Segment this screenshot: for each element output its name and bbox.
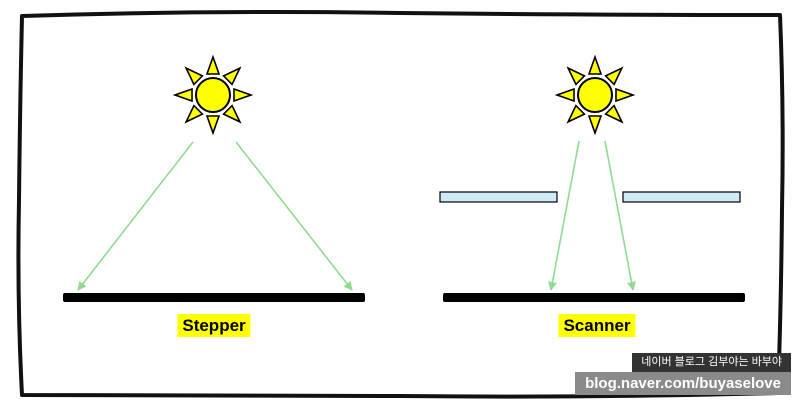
- wafer-bar-stepper: [63, 293, 365, 302]
- mask-bar-left: [439, 191, 558, 203]
- watermark: 네이버 블로그 김부야는 바부야 blog.naver.com/buyaselo…: [575, 353, 791, 395]
- mask-bar-right: [622, 191, 741, 203]
- sun-icon-right: [556, 56, 634, 134]
- scanner-label: Scanner: [558, 314, 636, 338]
- wafer-bar-scanner: [443, 293, 745, 302]
- sun-icon-left: [174, 56, 252, 134]
- light-ray-stepper-left: [77, 141, 194, 291]
- light-ray-scanner-right: [604, 140, 636, 291]
- stepper-label: Stepper: [177, 314, 251, 338]
- light-ray-scanner-left: [548, 140, 580, 291]
- watermark-blog-name: 네이버 블로그 김부야는 바부야: [632, 353, 791, 372]
- light-ray-stepper-right: [235, 141, 353, 291]
- watermark-url: blog.naver.com/buyaselove: [575, 371, 791, 395]
- sketch-frame: [16, 10, 785, 399]
